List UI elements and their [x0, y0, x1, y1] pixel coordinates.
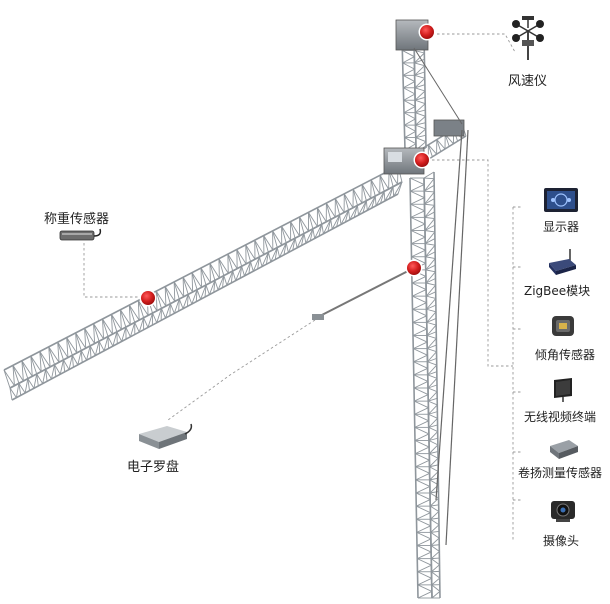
tilt-label: 倾角传感器: [535, 346, 595, 363]
camera-label: 摄像头: [543, 532, 579, 549]
tie-bar: [316, 270, 410, 318]
display-label: 显示器: [543, 218, 579, 235]
load-sensor-label: 称重传感器: [44, 208, 109, 227]
zigbee-module-icon: [546, 247, 578, 277]
tower-mast-face-right: [424, 172, 440, 598]
display-icon: [543, 187, 579, 213]
counterweight: [434, 120, 464, 136]
cab-marker: [415, 153, 429, 167]
tie-bar-end: [312, 314, 324, 320]
cab-window: [388, 152, 402, 162]
wireless-video-label: 无线视频终端: [524, 408, 596, 425]
jib-top-chord: [4, 166, 402, 388]
load-sensor-icon: [58, 225, 104, 247]
hoist-cable-2: [446, 130, 468, 545]
wireless-video-icon: [550, 376, 576, 404]
tilt-sensor-icon: [548, 312, 578, 340]
tilt-marker: [407, 261, 421, 275]
compass-label: 电子罗盘: [127, 456, 179, 475]
anemometer-icon: [508, 14, 548, 64]
hoist-sensor-icon: [547, 436, 581, 462]
zigbee-label: ZigBee模块: [524, 282, 590, 299]
anemometer-label: 风速仪: [508, 70, 547, 89]
tower-crane: [4, 20, 468, 598]
anemometer-marker: [420, 25, 434, 39]
camera-icon: [548, 495, 578, 525]
load-sensor-marker: [141, 291, 155, 305]
compass-icon: [135, 420, 195, 450]
hoist-label: 卷扬测量传感器: [518, 464, 602, 481]
